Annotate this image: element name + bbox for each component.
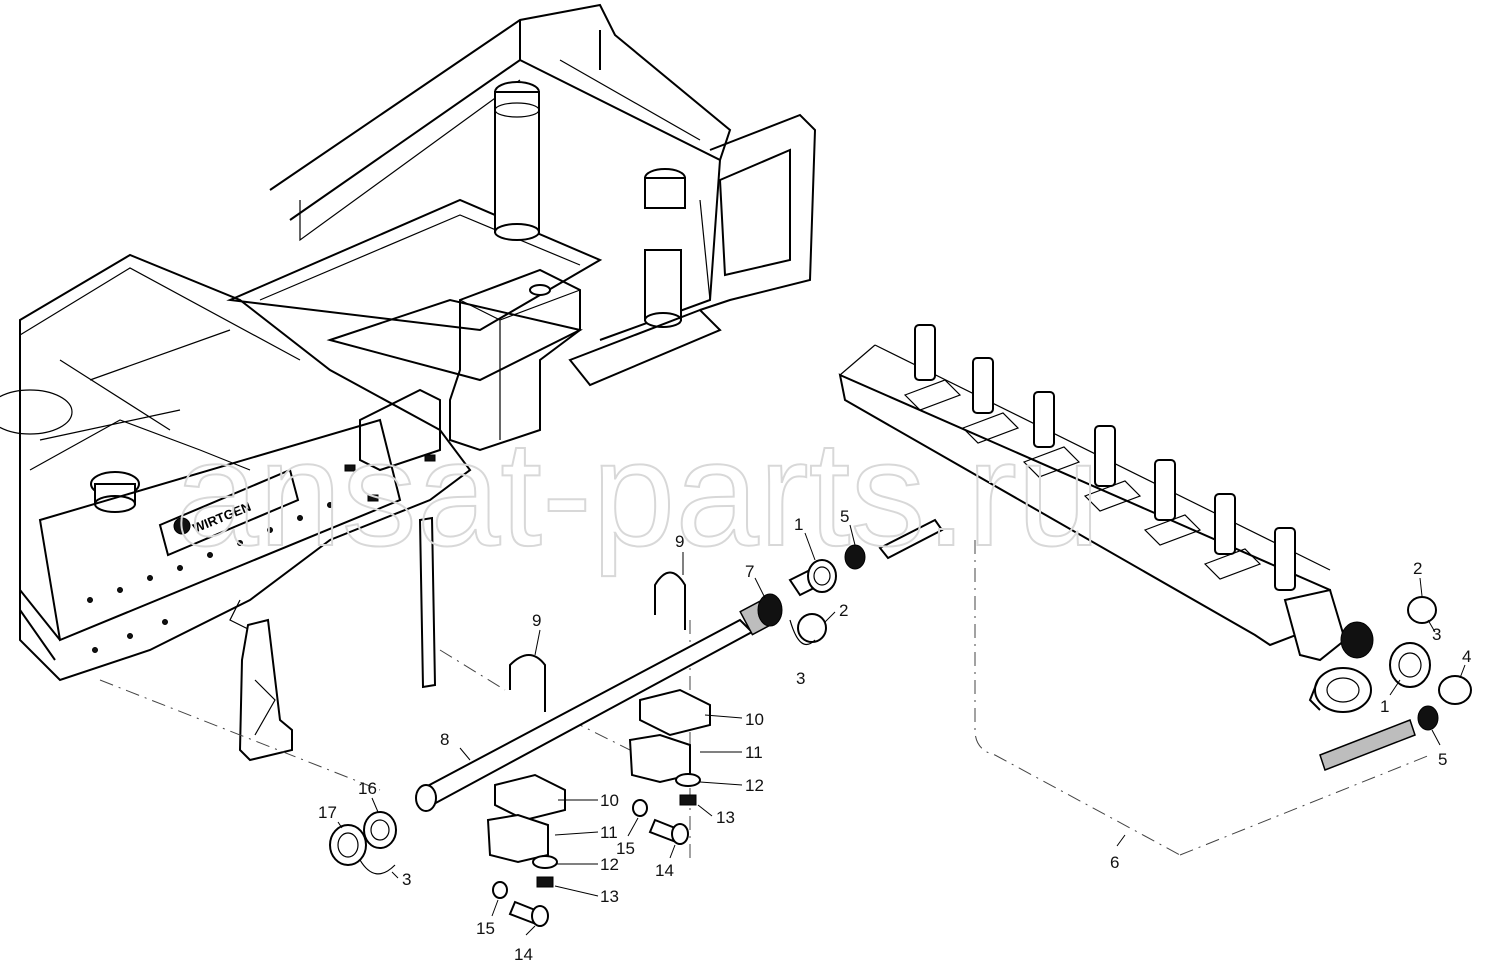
callout-1-right: 1 bbox=[1380, 697, 1389, 716]
callout-10-lower: 10 bbox=[600, 791, 619, 810]
callout-2-upper: 2 bbox=[839, 601, 848, 620]
callout-17: 17 bbox=[318, 803, 337, 822]
leader-lines bbox=[337, 524, 1466, 936]
callout-14-lower: 14 bbox=[514, 945, 533, 964]
callout-16: 16 bbox=[358, 779, 377, 798]
callout-5-upper: 5 bbox=[840, 507, 849, 526]
callout-10-upper: 10 bbox=[745, 710, 764, 729]
callout-3-right: 3 bbox=[1432, 625, 1441, 644]
assembly-lines bbox=[99, 540, 1431, 860]
callout-6: 6 bbox=[1110, 853, 1119, 872]
watermark: ansat-parts.ru bbox=[175, 409, 1100, 577]
callout-11-lower: 11 bbox=[600, 823, 618, 842]
callout-5-right: 5 bbox=[1438, 750, 1447, 769]
callout-15-lower: 15 bbox=[476, 919, 495, 938]
callout-3-upper: 3 bbox=[796, 669, 805, 688]
small-parts bbox=[329, 518, 1472, 927]
callout-4: 4 bbox=[1462, 647, 1471, 666]
callout-9-upper: 9 bbox=[675, 532, 684, 551]
callout-13-upper: 13 bbox=[716, 808, 735, 827]
callout-8: 8 bbox=[440, 730, 449, 749]
spray-bar-beam bbox=[838, 324, 1374, 713]
callout-7: 7 bbox=[745, 562, 754, 581]
callout-11-upper: 11 bbox=[745, 743, 763, 762]
callout-1-upper: 1 bbox=[794, 515, 803, 534]
callout-9-lower: 9 bbox=[532, 611, 541, 630]
callout-14-upper: 14 bbox=[655, 861, 674, 880]
callout-13-lower: 13 bbox=[600, 887, 619, 906]
callout-15-upper: 15 bbox=[616, 839, 635, 858]
callout-3-lower: 3 bbox=[402, 870, 411, 889]
callout-2-right: 2 bbox=[1413, 559, 1422, 578]
callouts: 1 5 9 7 2 3 9 10 8 11 12 13 10 16 17 11 … bbox=[318, 507, 1471, 964]
callout-12-upper: 12 bbox=[745, 776, 764, 795]
callout-12-lower: 12 bbox=[600, 855, 619, 874]
